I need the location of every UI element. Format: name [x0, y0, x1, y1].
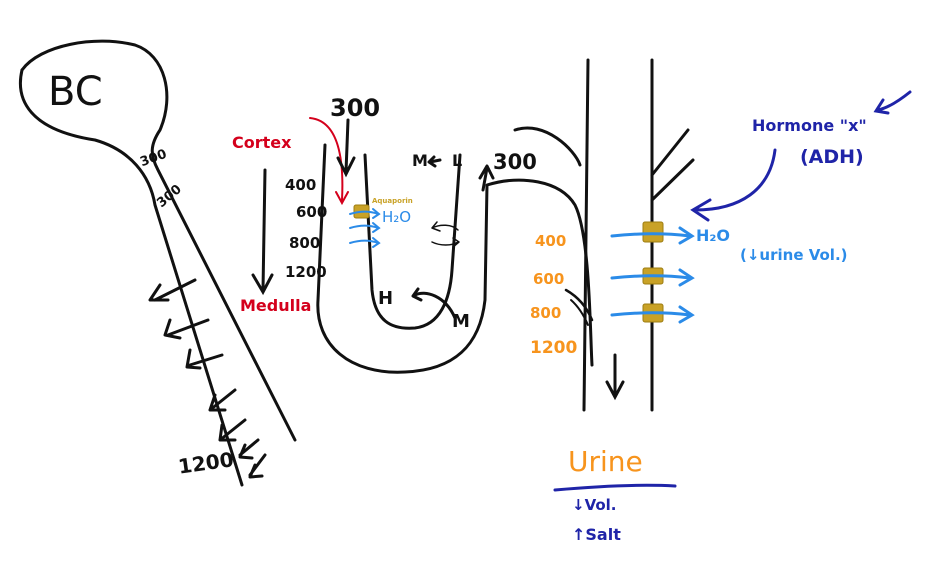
hormone-arrow — [690, 148, 777, 222]
gradient-value-600: 600 — [296, 203, 328, 221]
hormone-label: Hormone "x" — [752, 116, 867, 135]
asc-exit-arrow — [478, 164, 495, 192]
loop-top-l: L — [452, 151, 463, 170]
urine-salt-increase: ↑Salt — [572, 525, 621, 544]
loop-desc-top-value: 300 — [330, 94, 381, 122]
duct-value-400: 400 — [535, 232, 567, 250]
duct-water-label: H₂O — [696, 226, 730, 245]
bowman-capsule-top — [20, 39, 297, 442]
tubule-tick-1 — [148, 278, 197, 302]
loop-water-label: H₂O — [382, 208, 412, 226]
bowman-capsule-label: BC — [48, 69, 103, 115]
urine-underline — [553, 483, 677, 492]
duct-water-arrow-1 — [610, 226, 695, 245]
loop-bottom-h: H — [378, 288, 394, 309]
loop-inner-wall — [363, 153, 462, 330]
cortex-arrow — [309, 117, 349, 206]
duct-water-arrow-3 — [610, 305, 695, 324]
medulla-curve — [564, 288, 594, 322]
desc-entry-arrow — [336, 118, 356, 178]
urine-volume-label: (↓urine Vol.) — [740, 246, 848, 264]
loop-water-arrow-3 — [349, 237, 381, 248]
tubule-tick-5 — [218, 418, 247, 442]
duct-value-800: 800 — [530, 304, 562, 322]
duct-water-arrow-2 — [610, 268, 695, 287]
ml-arrow — [427, 155, 442, 168]
tubule-tick-3 — [185, 348, 224, 370]
h-to-m-arrow — [411, 287, 457, 320]
gradient-value-800: 800 — [289, 234, 321, 252]
loop-bottom-m: M — [452, 311, 470, 332]
gradient-arrow — [251, 168, 274, 296]
gradient-value-1200: 1200 — [285, 263, 327, 281]
duct-value-1200: 1200 — [530, 338, 578, 358]
aquaporin-duct-1 — [642, 221, 664, 243]
duct-value-600: 600 — [533, 270, 565, 288]
collecting-duct-left-wall — [582, 58, 590, 412]
adh-label: (ADH) — [800, 146, 864, 168]
loop-water-arrow-1 — [349, 208, 381, 219]
duct-branch-1 — [650, 128, 690, 177]
cortex-label: Cortex — [232, 133, 292, 152]
hormone-small-arrow — [873, 90, 912, 115]
tubule-tick-6 — [238, 438, 260, 460]
asc-black-arrow-1 — [431, 221, 459, 232]
gradient-value-400: 400 — [285, 176, 317, 194]
asc-black-arrow-2 — [431, 237, 460, 248]
loop-water-arrow-2 — [349, 222, 381, 233]
aquaporin-label: Aquaporin — [372, 197, 413, 205]
tubule-tick-2 — [163, 318, 210, 340]
medulla-label: Medulla — [240, 296, 312, 315]
loop-top-m: M — [412, 151, 428, 170]
duct-branch-2 — [650, 158, 695, 202]
tubule-tick-7 — [248, 453, 267, 479]
medulla-curve-2 — [570, 299, 589, 326]
bowman-capsule-outline — [18, 68, 244, 487]
urine-title: Urine — [568, 445, 643, 478]
loop-asc-top-value: 300 — [493, 150, 537, 174]
tubule-tick-4 — [208, 388, 237, 412]
duct-down-arrow — [605, 353, 625, 401]
loop-side-wall — [513, 126, 582, 167]
urine-volume-decrease: ↓Vol. — [572, 496, 617, 514]
